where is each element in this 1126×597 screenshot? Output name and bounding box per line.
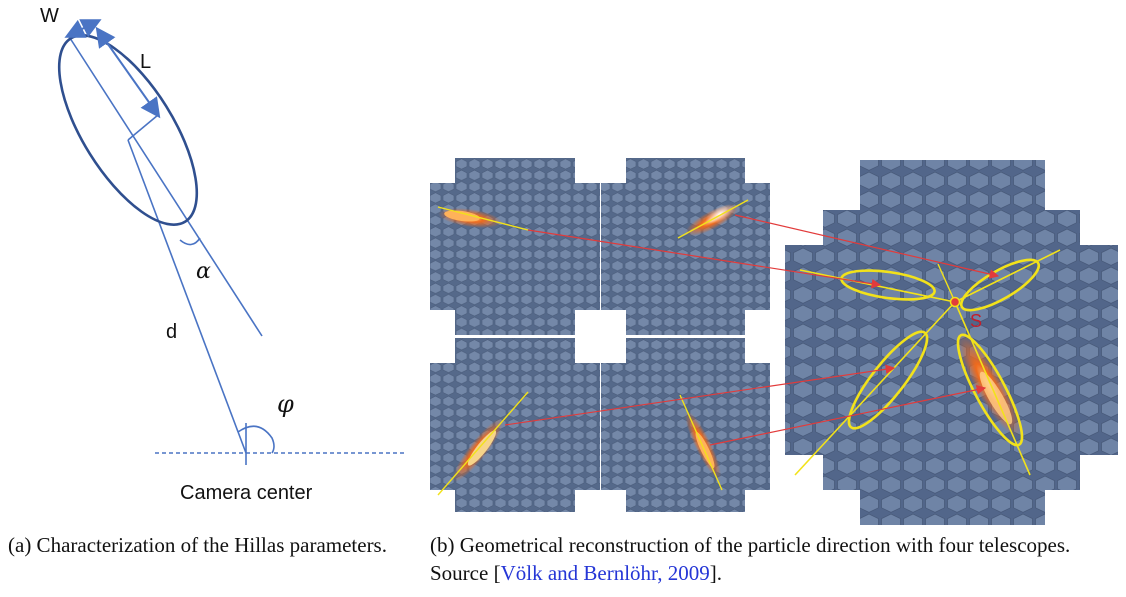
shower-image-bottom-right [679, 394, 723, 491]
caption-a: (a) Characterization of the Hillas param… [8, 533, 387, 557]
hillas-diagram: W L α d φ Camera center [40, 5, 405, 504]
label-d: d [166, 321, 177, 343]
label-w: W [40, 5, 59, 27]
distance-line [127, 139, 247, 454]
source-label: S [970, 311, 982, 331]
alpha-arc [179, 237, 201, 246]
arrow-bottom-right [709, 385, 987, 446]
camera-image-top-right [601, 158, 770, 335]
arrow-top-left [527, 229, 882, 289]
telescope-composite: S [430, 158, 1118, 525]
camera-image-top-left [430, 158, 600, 335]
hillas-ellipse [57, 34, 199, 226]
citation-link[interactable]: Völk and Bernlöhr, 2009 [500, 561, 710, 585]
combined-camera-image [785, 160, 1118, 525]
label-phi: φ [277, 390, 294, 418]
caption-b-prefix: (b) Geometrical reconstruction of the pa… [430, 533, 1071, 585]
caption-b: (b) Geometrical reconstruction of the pa… [430, 531, 1120, 587]
shower-image-top-left [437, 206, 529, 231]
caption-b-suffix: ]. [709, 561, 722, 585]
camera-image-bottom-right [601, 338, 770, 512]
major-axis-line [67, 34, 263, 337]
shower-image-bottom-left [437, 391, 529, 496]
width-arrow [64, 19, 102, 38]
label-l: L [140, 51, 151, 73]
arrow-top-right [734, 214, 1000, 279]
arrow-bottom-left [504, 364, 896, 426]
camera-image-bottom-left [430, 338, 600, 512]
minor-axis-line [127, 114, 159, 141]
shower-image-top-right [677, 199, 749, 239]
source-point [949, 296, 961, 308]
projection-arrows [504, 214, 1000, 446]
length-arrow [95, 26, 161, 119]
label-camera-center: Camera center [180, 482, 313, 504]
label-alpha: α [196, 259, 211, 284]
phi-arc [237, 425, 275, 454]
